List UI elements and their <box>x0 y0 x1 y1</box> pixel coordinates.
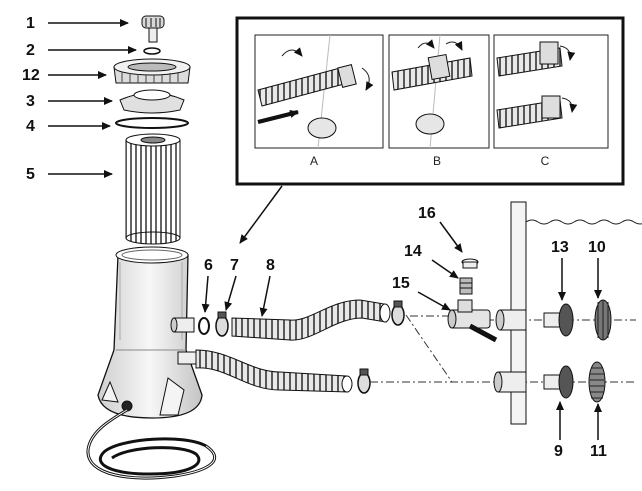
callout-15: 15 <box>392 275 410 292</box>
hose-clamp <box>215 311 229 337</box>
panel-c-label: C <box>541 154 550 168</box>
callout-10: 10 <box>588 239 606 256</box>
housing-lower-fitting <box>177 351 197 365</box>
upper-strainer-grid <box>594 299 612 341</box>
upper-wall-connector <box>495 309 527 331</box>
lower-wall-connector <box>493 371 527 393</box>
inset-panel-a <box>254 34 384 149</box>
filter-cartridge <box>125 133 181 245</box>
upper-strainer-connector <box>543 303 574 337</box>
upper-hose-clamp <box>391 300 405 326</box>
filter-housing-nut <box>113 58 191 84</box>
callout-7: 7 <box>230 257 239 274</box>
valve-cap <box>461 258 479 269</box>
callout-6: 6 <box>204 257 213 274</box>
lower-strainer-connector <box>543 365 574 399</box>
valve-stem <box>459 277 473 295</box>
callout-14: 14 <box>404 243 422 260</box>
callout-13: 13 <box>551 239 569 256</box>
callout-8: 8 <box>266 257 275 274</box>
callout-9: 9 <box>554 443 563 460</box>
air-release-valve <box>141 15 165 43</box>
callout-5: 5 <box>26 166 35 183</box>
lower-hose <box>195 349 353 393</box>
leader-7 <box>224 275 237 311</box>
callout-12: 12 <box>22 67 40 84</box>
inset-pointer-arrow <box>239 185 283 244</box>
filter-housing-o-ring <box>115 117 189 129</box>
leader-16 <box>439 221 463 253</box>
inset-panel-c <box>493 34 609 149</box>
panel-b-label: B <box>433 154 441 168</box>
callout-2: 2 <box>26 42 35 59</box>
lower-hose-clamp <box>357 368 371 394</box>
filter-pump-housing <box>97 246 203 419</box>
leader-14 <box>431 259 459 279</box>
plunger-valve <box>447 299 498 343</box>
air-release-valve-o-ring <box>143 47 161 55</box>
callout-1: 1 <box>26 15 35 32</box>
power-cord <box>86 408 217 480</box>
diagonal-center-line <box>405 314 453 383</box>
hose-gasket <box>198 317 210 335</box>
callout-4: 4 <box>26 118 35 135</box>
leader-8 <box>259 275 271 317</box>
inset-panel-b <box>388 34 490 149</box>
leader-6 <box>201 275 210 313</box>
lower-strainer-grid <box>588 361 606 403</box>
filter-housing-cover <box>119 89 185 114</box>
callout-3: 3 <box>26 93 35 110</box>
upper-hose <box>231 299 391 341</box>
water-surface <box>525 219 642 225</box>
leader-15 <box>417 291 451 311</box>
panel-a-label: A <box>310 154 318 168</box>
housing-upper-fitting <box>170 317 195 333</box>
callout-16: 16 <box>418 205 436 222</box>
callout-11: 11 <box>590 443 607 460</box>
